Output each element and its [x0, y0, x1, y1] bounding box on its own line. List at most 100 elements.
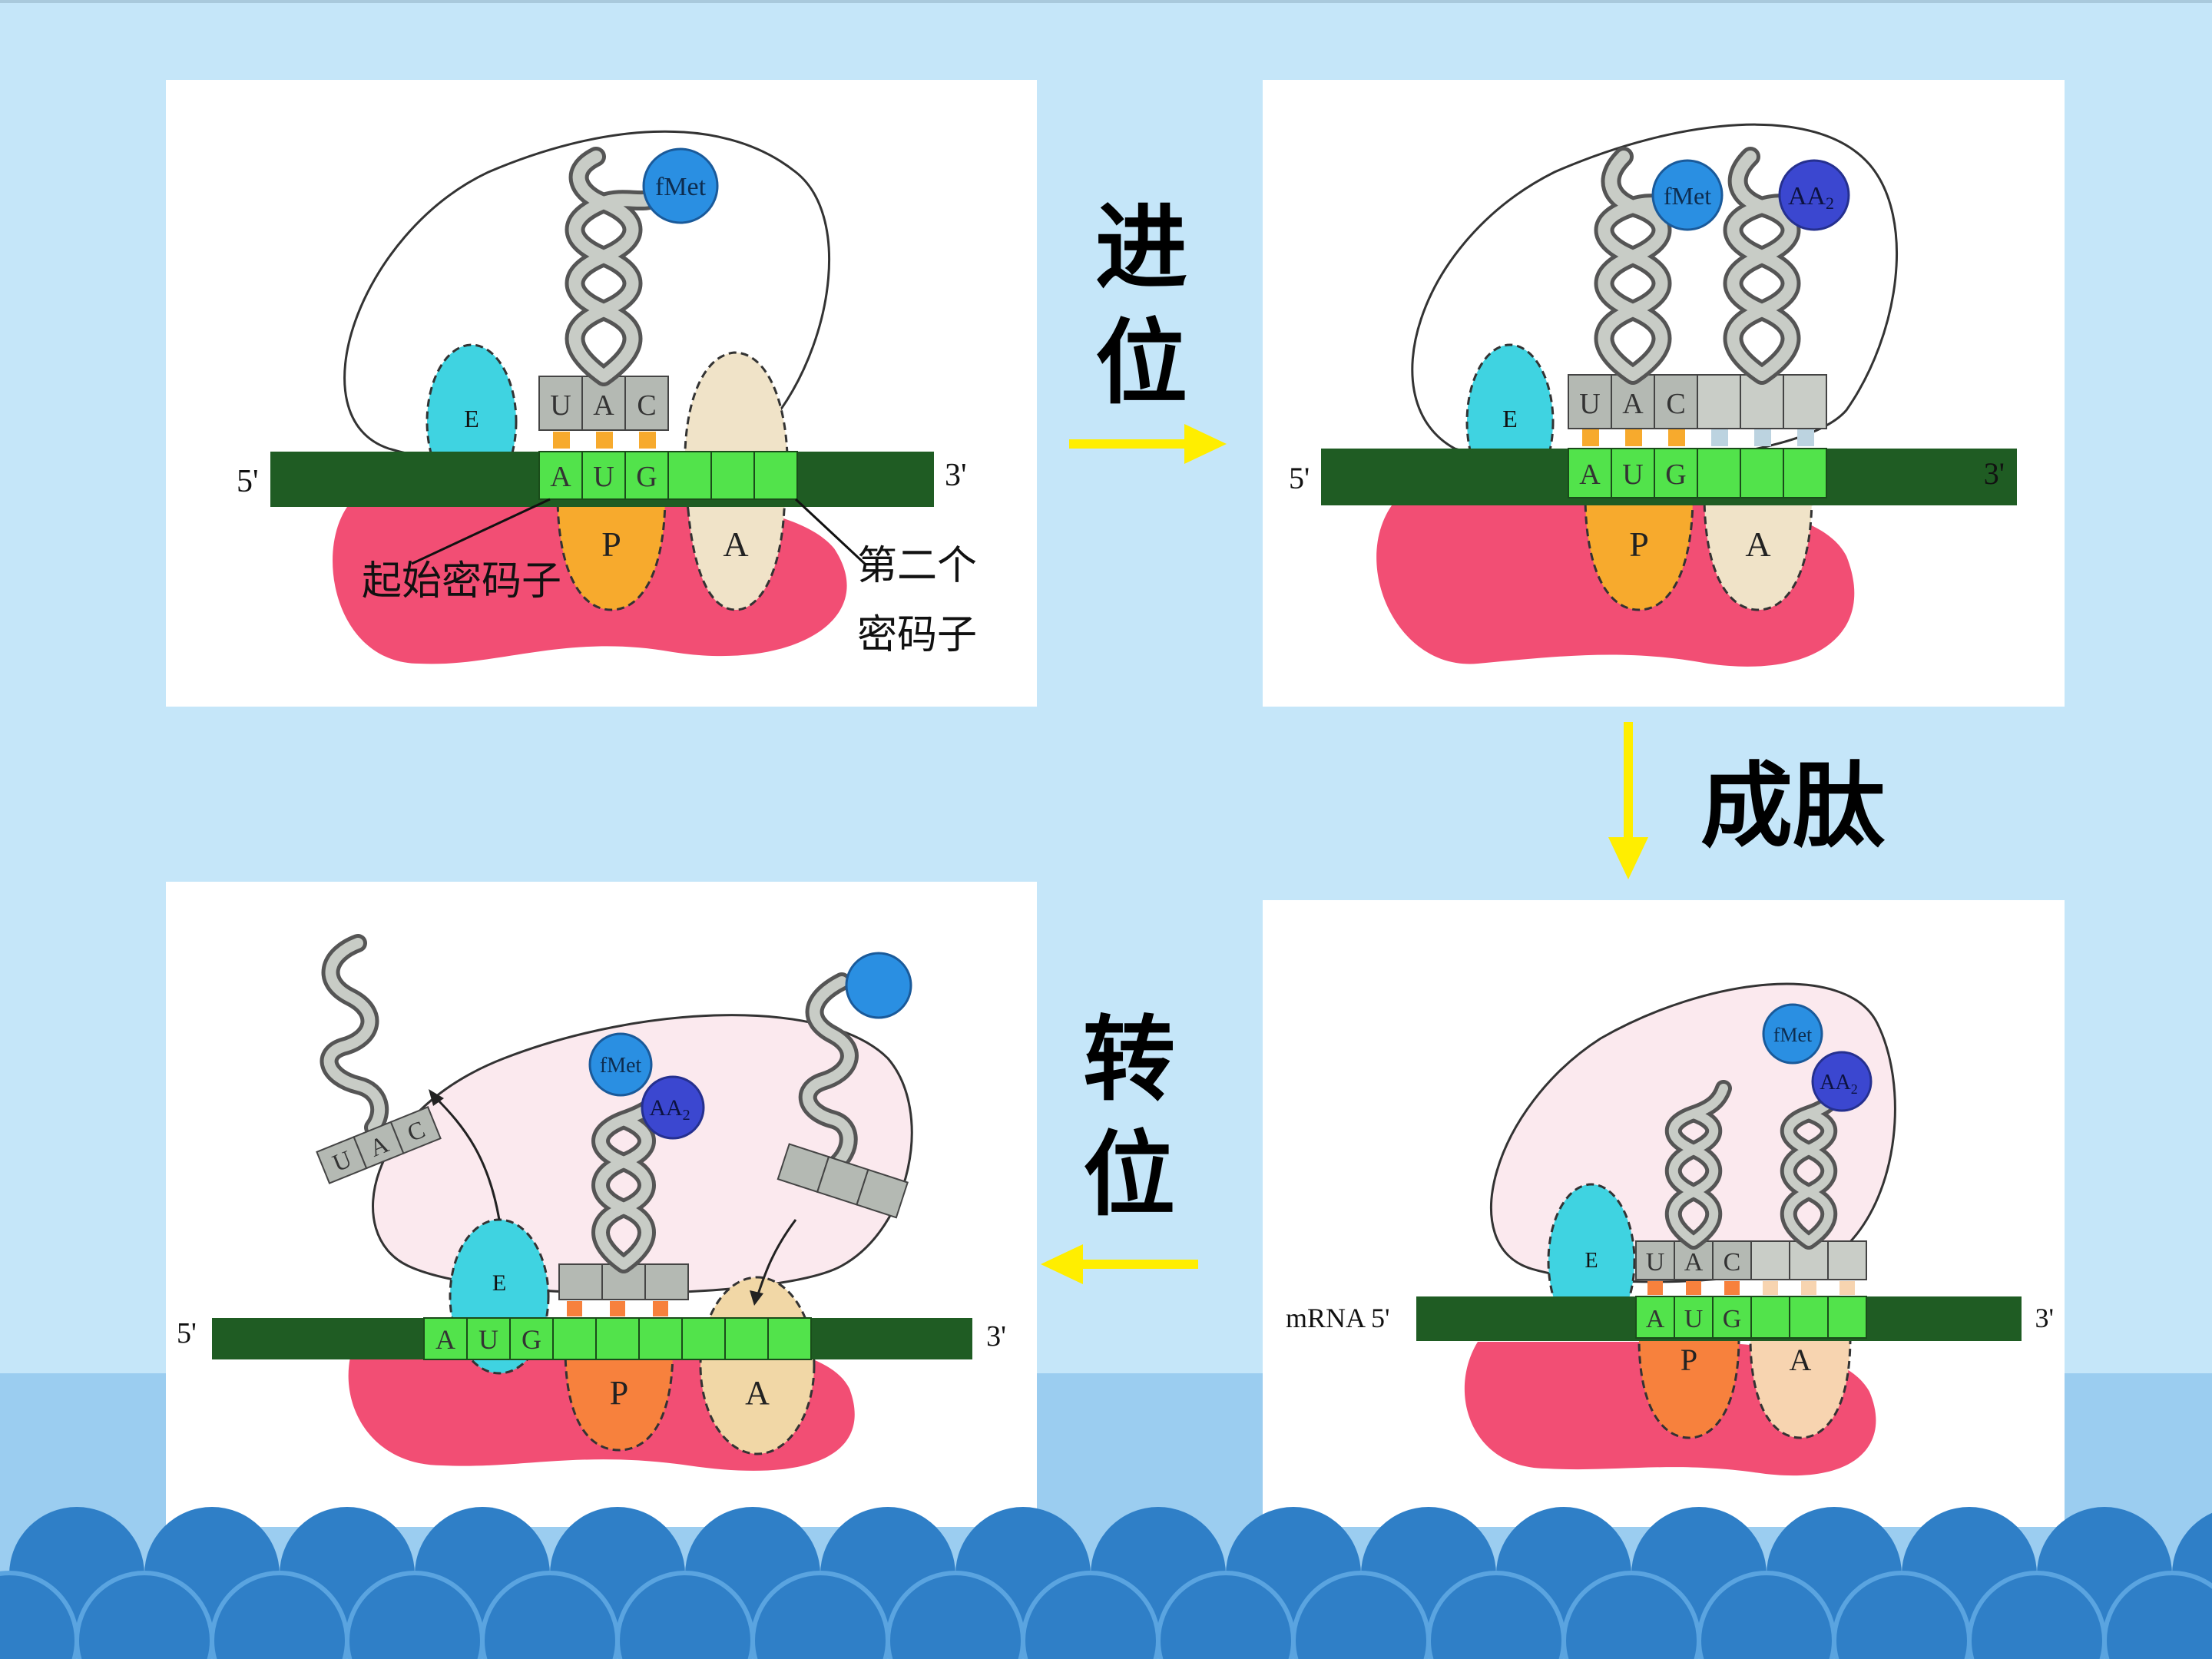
incoming-anticodon — [777, 1143, 909, 1219]
codon-box-4 — [667, 451, 712, 500]
start-codon-label: 起始密码子 — [362, 560, 561, 604]
e-site-label: E — [492, 1270, 506, 1296]
initiation-diagram: E P A A U G U A C fM — [237, 130, 977, 664]
p-site — [1637, 1336, 1740, 1439]
three-prime-label: 3' — [2035, 1303, 2055, 1333]
arrow-head — [1184, 424, 1227, 464]
codon-box-6 — [1827, 1296, 1867, 1339]
codon-base-2: U — [1684, 1305, 1704, 1333]
mrna-five-prime-label: mRNA 5' — [1286, 1303, 1390, 1333]
entry-arrow — [756, 1219, 797, 1297]
panel-translocation: E P A A U G fMet — [166, 882, 1037, 1527]
codon-box-4 — [552, 1317, 597, 1360]
five-prime-label: 5' — [1289, 461, 1310, 495]
peptide-diagram: E P A A U G U — [1286, 982, 2055, 1476]
anticodon-box-4 — [1750, 1240, 1790, 1280]
codon-box-5 — [1789, 1296, 1829, 1339]
fmet-label: fMet — [1664, 182, 1711, 210]
base-pair — [596, 432, 613, 449]
aa2-label: AA2 — [649, 1095, 690, 1124]
anticodon-box-1 — [1568, 374, 1612, 429]
codon-base-3: G — [522, 1324, 541, 1355]
codon-box-6 — [638, 1317, 683, 1360]
codon-box-5 — [710, 451, 755, 500]
anticodon-box — [856, 1168, 909, 1219]
p-site — [1584, 493, 1694, 611]
arrow-shaft — [1624, 722, 1633, 837]
anticodon-box-1 — [1635, 1240, 1675, 1280]
codon-box-3 — [1654, 448, 1698, 498]
aa2-ball — [641, 1075, 705, 1140]
a-site — [1749, 1336, 1852, 1439]
arrow-head — [1041, 1244, 1083, 1284]
translocation-diagram: E P A A U G fMet — [177, 934, 1006, 1471]
incoming-trna — [802, 976, 855, 1171]
advance-char-2: 位 — [1095, 309, 1187, 417]
anticodon-base-2: A — [1622, 388, 1644, 420]
p-site-label: P — [1629, 525, 1649, 564]
a-site-label: A — [745, 1374, 770, 1412]
fmet-label: fMet — [600, 1054, 642, 1078]
start-codon-pointer — [411, 498, 551, 565]
codon-box-3 — [1712, 1296, 1752, 1339]
a-site-label: A — [723, 525, 748, 564]
wave-border — [0, 1507, 2212, 1659]
three-prime-label: 3' — [1984, 456, 2005, 491]
wave-row-front — [0, 1571, 2212, 1659]
translocation-label: 转 位 — [1075, 1002, 1183, 1233]
five-prime-label: 5' — [237, 464, 259, 499]
second-codon-label-1: 第二个 — [857, 545, 977, 588]
top-border — [0, 0, 2212, 3]
trna-helix — [1727, 151, 1818, 381]
fmet-ball — [1762, 1003, 1823, 1065]
anticodon-box-3 — [1712, 1240, 1752, 1280]
base-pair — [1711, 429, 1728, 446]
wave-scallop — [2102, 1571, 2212, 1659]
entry-diagram: E P A A U G U — [1289, 123, 2017, 667]
base-pair — [1724, 1281, 1740, 1295]
codon-base-1: A — [1579, 459, 1601, 491]
anticodon-box-3 — [624, 376, 669, 431]
advance-char-1: 进 — [1095, 194, 1187, 302]
base-pair — [1647, 1281, 1663, 1295]
codon-box-5 — [1740, 448, 1784, 498]
codon-box-7 — [681, 1317, 726, 1360]
base-pair — [653, 1301, 668, 1316]
aa2-ball — [1778, 159, 1850, 231]
trna-helix — [1783, 1084, 1842, 1246]
codon-base-2: U — [1622, 459, 1643, 491]
panel-peptide: E P A A U G U — [1263, 900, 2065, 1527]
anticodon-base-1: U — [1646, 1248, 1665, 1277]
released-trna — [323, 938, 386, 1133]
codon-box-1 — [1635, 1296, 1675, 1339]
panel-entry: E P A A U G U — [1263, 80, 2065, 707]
base-pair — [553, 432, 570, 449]
anticodon-box-4 — [1697, 374, 1741, 429]
codon-box-6 — [1783, 448, 1827, 498]
base-pair — [1763, 1281, 1778, 1295]
arrow-head — [1608, 837, 1648, 879]
aa2-label: AA2 — [1820, 1071, 1857, 1097]
e-site-label: E — [1502, 405, 1518, 432]
codon-box-4 — [1750, 1296, 1790, 1339]
codon-base-3: G — [1665, 459, 1686, 491]
p-site-label: P — [1681, 1343, 1697, 1377]
base-pair — [1582, 429, 1599, 446]
base-pair — [1839, 1281, 1855, 1295]
fmet-label: fMet — [655, 173, 707, 201]
codon-base-2: U — [478, 1324, 498, 1355]
trna-helix — [595, 1084, 671, 1270]
e-site-label: E — [464, 405, 479, 432]
arrow-shaft — [1069, 439, 1184, 449]
e-site-label: E — [1584, 1249, 1598, 1273]
released-anticodon: U A C — [316, 1106, 442, 1184]
codon-box-5 — [595, 1317, 640, 1360]
three-prime-label: 3' — [986, 1320, 1006, 1353]
five-prime-label: 5' — [177, 1317, 197, 1349]
panel-initiation: E P A A U G U A C fM — [166, 80, 1037, 707]
second-codon-label-2: 密码子 — [857, 614, 977, 657]
trna-helix — [568, 151, 664, 382]
anticodon-box-6 — [1827, 1240, 1867, 1280]
aa2-label: AA2 — [1788, 182, 1834, 213]
entry-arrow-head — [750, 1290, 763, 1306]
